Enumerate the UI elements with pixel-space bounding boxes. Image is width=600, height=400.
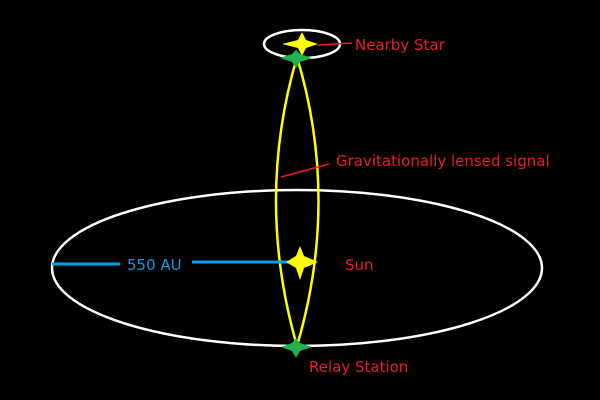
nearby-star-leader-line: [317, 42, 353, 46]
relay-station-cross-icon: [281, 338, 312, 358]
nearby-star-label: Nearby Star: [355, 36, 446, 54]
lensed-signal-label: Gravitationally lensed signal: [336, 152, 550, 170]
lensed-signal-right-path: [295, 56, 320, 347]
lensed-signal-leader-line: [280, 163, 330, 178]
relay-station-label: Relay Station: [309, 358, 408, 376]
star-side-station-cross-icon: [280, 50, 312, 68]
nearby-star-icon: [282, 32, 318, 56]
sun-label: Sun: [345, 256, 374, 274]
sun-icon: [286, 246, 318, 280]
distance-label: 550 AU: [127, 256, 182, 274]
lensed-signal-left-path: [274, 56, 299, 347]
